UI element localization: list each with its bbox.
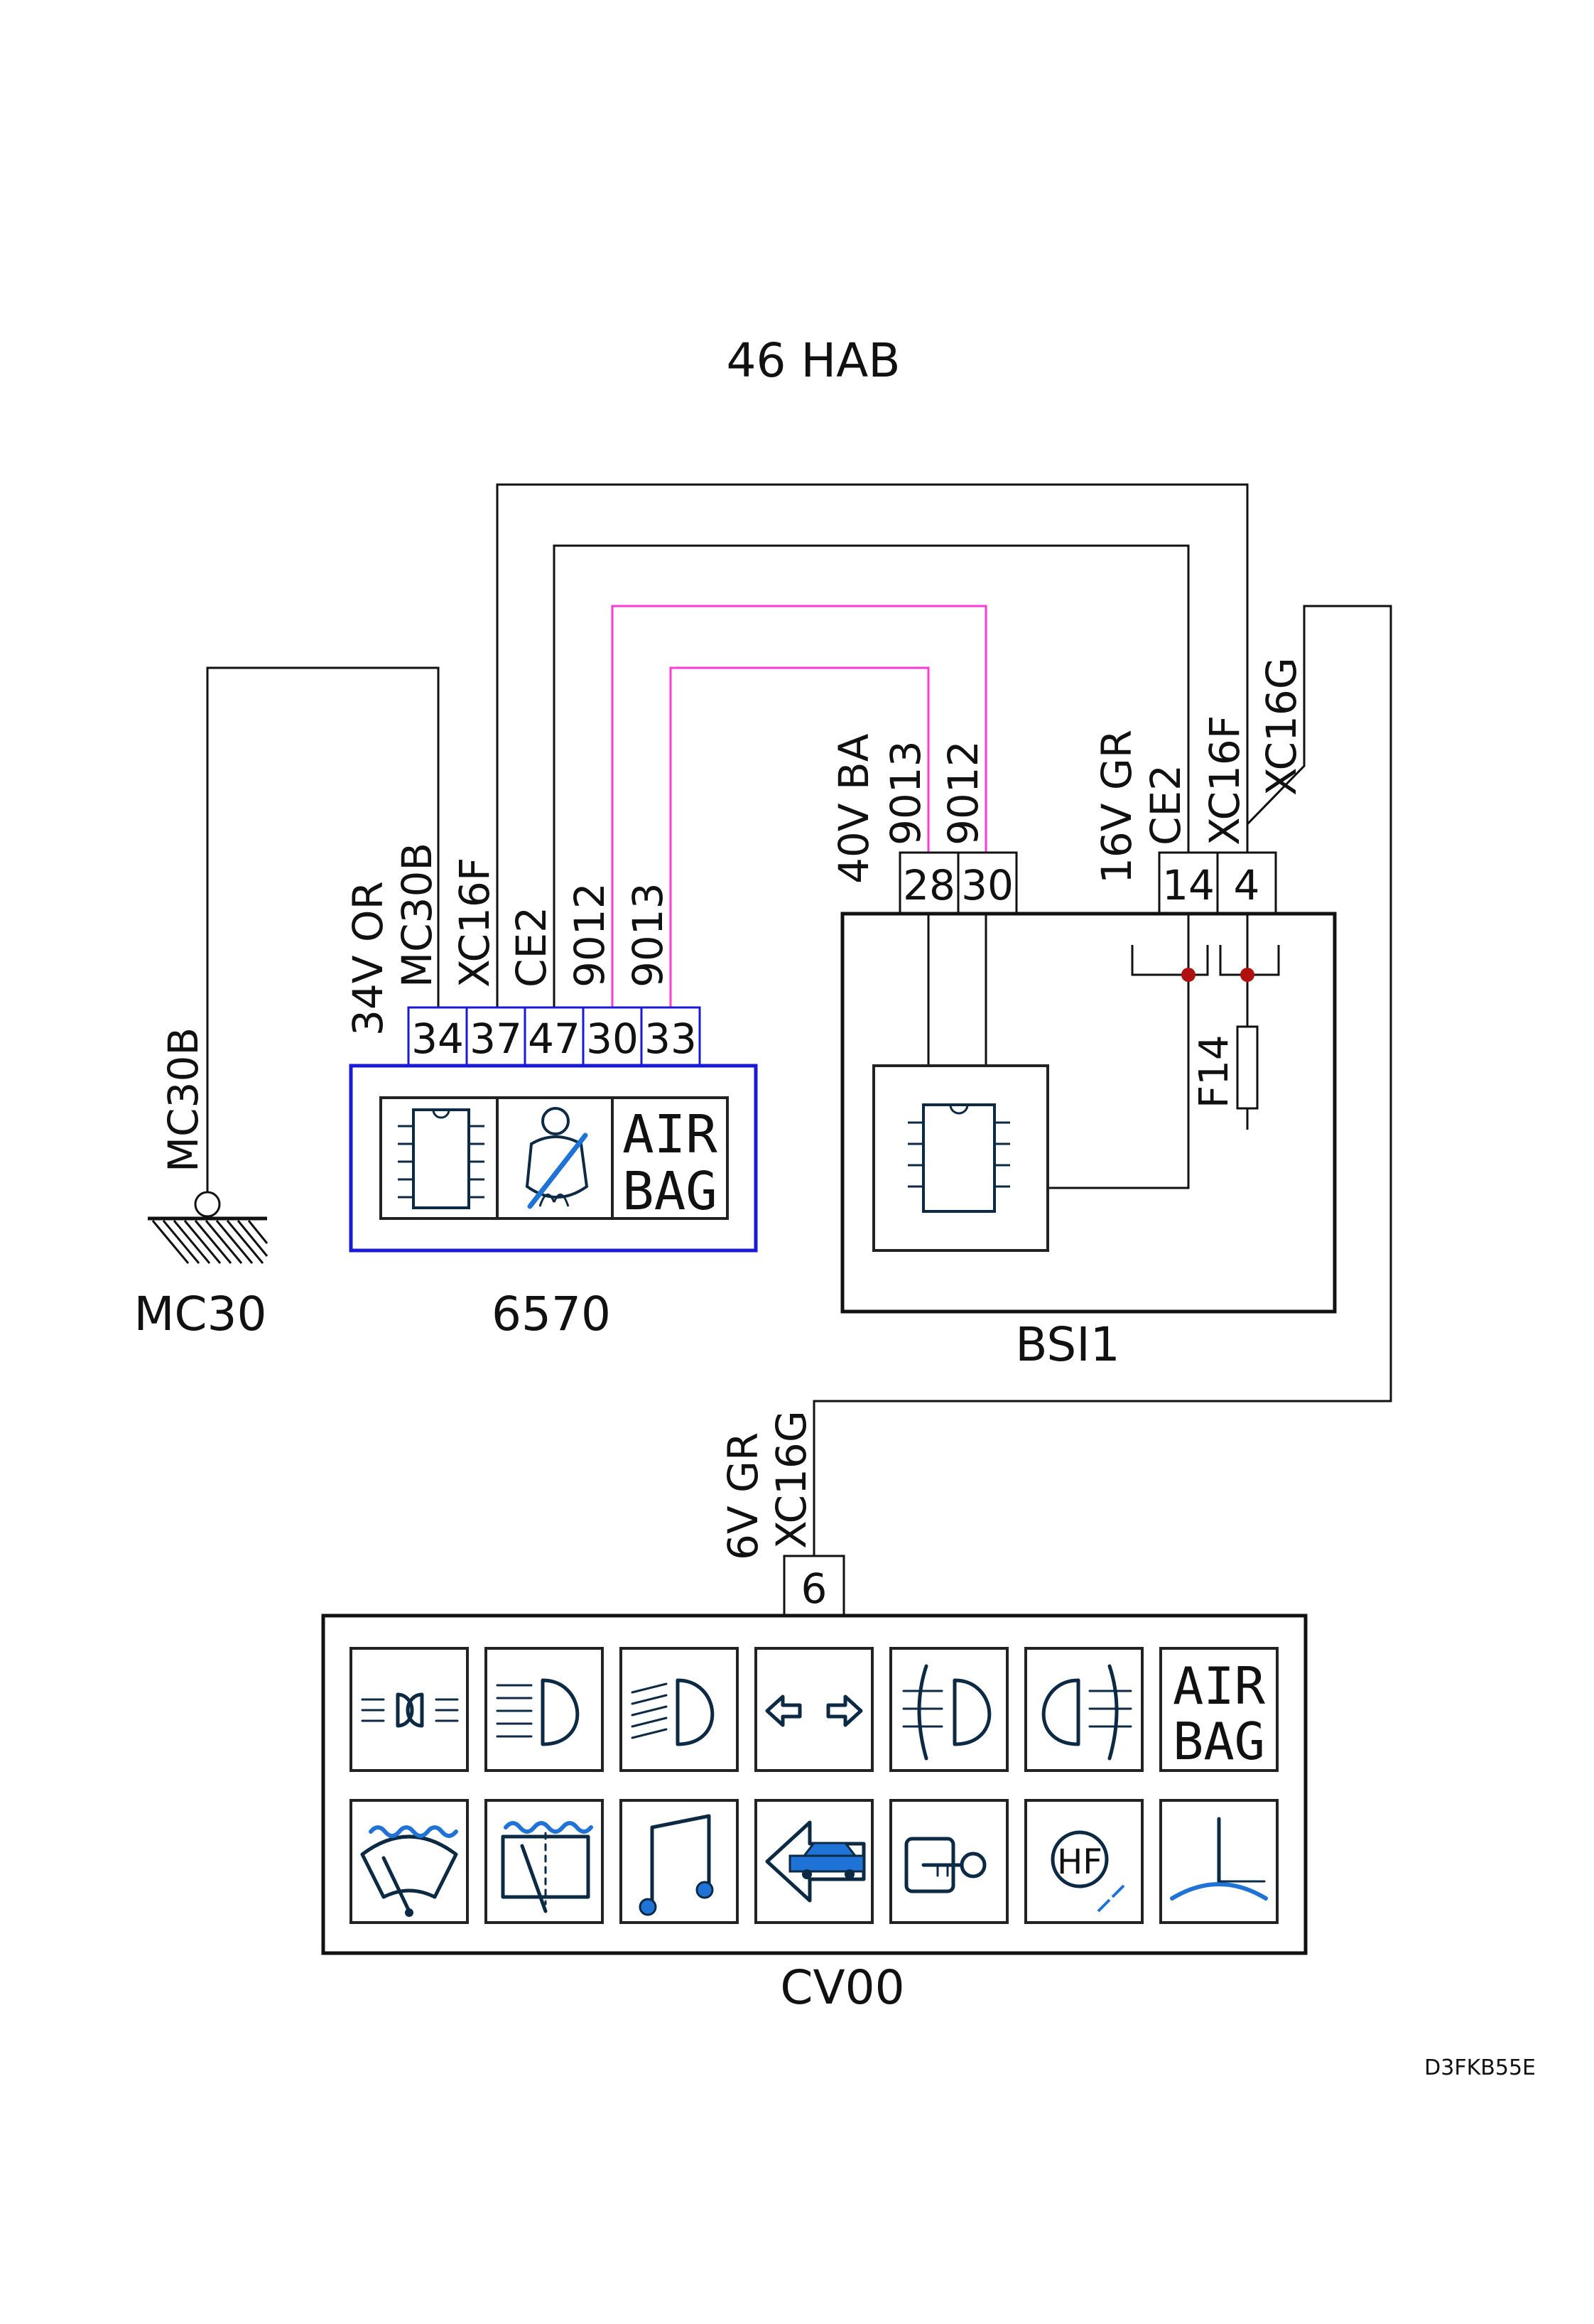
icon-box-r2c6 [1024,1799,1144,1924]
key-lock-icon [904,1837,987,1893]
bsi-pin-28 [899,851,960,915]
splice-dot-4 [1240,968,1254,982]
bsi-label-9012: 9012 [939,740,987,845]
label-9012: 9012 [565,882,614,988]
icon-box-r1c7 [1159,1647,1279,1772]
pin-label-30: 30 [586,1015,639,1063]
ground-wire-label: MC30B [159,1027,207,1172]
label-9013: 9013 [624,882,672,988]
wire-xc16f [496,483,1249,1015]
pin-30 [582,1006,643,1067]
front-fog-icon [902,1664,992,1761]
bsi-unit: 40V BA 9013 9012 16V GR CE2 XC16F XC16G … [830,657,1337,1372]
vehicle-reverse-icon [765,1820,866,1903]
icon-box-r2c1 [349,1799,469,1924]
front-wiper-icon [360,1825,458,1917]
bsi-chip-icon [908,1103,1010,1213]
cv00-body [321,1614,1308,1955]
main-beam-icon [631,1678,715,1746]
icon-box-r1c2 [484,1647,604,1772]
pin-34 [407,1006,468,1067]
label-xc16f: XC16F [450,858,499,988]
icon-box-r2c3 [619,1799,739,1924]
ecu-chip-icon [398,1108,484,1209]
bsi-label-16v-gr: 16V GR [1093,730,1141,884]
bsi-label-ce2: CE2 [1142,764,1190,845]
module-airbag-line1: AIR [622,1104,717,1165]
diagram-title: 46 HAB [726,333,900,388]
pin-label-37: 37 [470,1015,522,1063]
reference-code: D3FKB55E [1424,2055,1536,2080]
ground-terminal [194,1191,221,1218]
ground-hatch [151,1220,269,1264]
indicators-icon [765,1695,863,1727]
cv00-airbag-line2: BAG [1173,1712,1265,1771]
bsi-pin-label-30: 30 [961,861,1014,909]
audio-note-icon [639,1814,714,1916]
cv00-label-xc16g: XC16G [767,1410,815,1549]
bsi-pin-label-28: 28 [903,861,955,909]
bsi-label-xc16f: XC16F [1200,715,1249,845]
bsi-label: BSI1 [1015,1317,1119,1372]
cv00-unit: 6V GR XC16G 6 [321,1410,1308,2015]
wire-ce2 [553,544,1190,1015]
cv00-label-6v-gr: 6V GR [719,1432,767,1560]
bsi-label-9013: 9013 [882,740,930,845]
fuse-f14 [1236,1025,1259,1110]
cv00-airbag-line1: AIR [1173,1656,1266,1716]
cv00-hf-text: HF [1057,1842,1102,1882]
bsi-pin-4 [1216,851,1277,915]
rear-fog-icon [1041,1664,1132,1761]
cv00-pin-label-6: 6 [801,1564,828,1613]
wire-mc30b [206,666,440,1192]
label-34v-or: 34V OR [344,881,392,1036]
splice-bracket-14 [1131,945,1209,976]
rear-wiper-icon [501,1821,593,1913]
module-airbag-line2: BAG [622,1161,717,1222]
aerial-icon [1170,1817,1268,1901]
seatbelt-person-icon [525,1107,589,1209]
bsi-inner-frame [872,1064,1049,1252]
icon-box-r2c5 [889,1799,1009,1924]
module-6570: 34V OR MC30B XC16F CE2 9012 9013 34 37 4… [344,843,758,1341]
wire-9013 [669,666,930,1015]
pin-label-34: 34 [411,1015,464,1063]
sidelights-icon [361,1692,459,1728]
pin-label-47: 47 [528,1015,580,1063]
bsi-label-40v-ba: 40V BA [830,733,878,884]
cv00-label: CV00 [780,1960,904,2015]
dipped-beam-icon [496,1678,580,1746]
airbag-icon: AIR BAG [1173,1656,1266,1771]
splice-dot-14 [1181,968,1196,982]
bsi-pin-30 [957,851,1018,915]
bsi-pin-label-4: 4 [1234,861,1260,909]
icon-box-r1c4 [754,1647,874,1772]
module-6570-label: 6570 [492,1287,611,1341]
pin-label-33: 33 [644,1015,697,1063]
ground-mc30: MC30B MC30 [134,1027,269,1341]
pin-47 [524,1006,585,1067]
bsi-body [840,912,1337,1314]
label-mc30b: MC30B [393,843,441,988]
ground-label: MC30 [134,1287,266,1341]
bsi-internal-wire-14 [1048,914,1190,1189]
fuse-f14-label: F14 [1191,1035,1237,1108]
bsi-pin-label-14: 14 [1162,861,1215,909]
wire-9012 [611,605,987,1015]
label-ce2: CE2 [507,907,555,988]
bsi-label-xc16g: XC16G [1257,657,1306,796]
wire-xc16g [813,605,1392,1556]
hf-remote-icon: HF [1051,1830,1125,1913]
